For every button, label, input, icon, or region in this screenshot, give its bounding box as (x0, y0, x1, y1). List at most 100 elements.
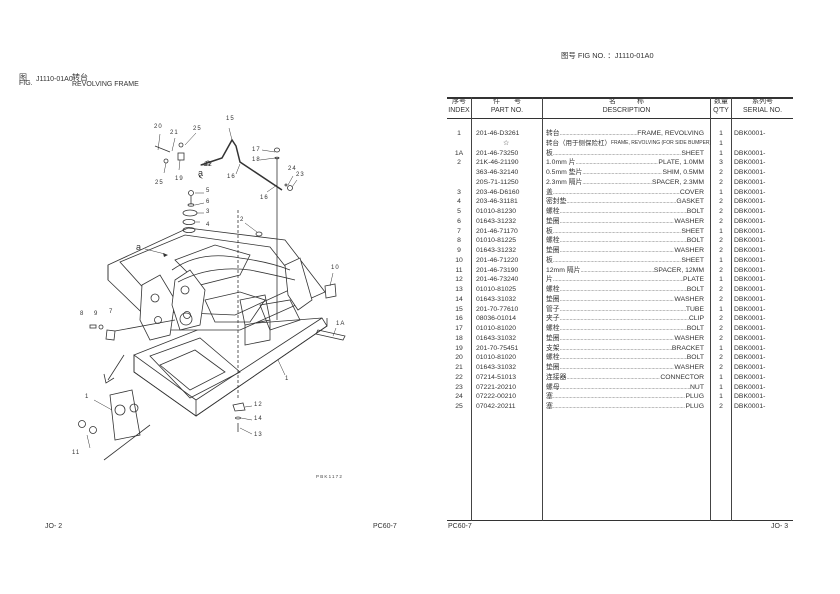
header-qty-en: Q'TY (713, 106, 729, 114)
leader-dots: ........................................… (582, 169, 663, 176)
description-cn: 螺栓 (546, 286, 560, 293)
left-page-number: JO- 2 (45, 523, 63, 530)
cell-part-no: 07221-20210 (476, 383, 517, 391)
description-en: GASKET (676, 198, 704, 206)
leader-dots: ........................................… (559, 247, 675, 254)
description-en: WASHER (674, 334, 704, 342)
description-cn: 垫圈 (546, 247, 560, 254)
description-en: WASHER (674, 364, 704, 371)
description-en: SPACER, 2.3MM (652, 178, 704, 186)
cell-description: 板.......................................… (546, 256, 704, 266)
callout-19: 19 (175, 176, 184, 182)
description-cn: 转台（用于侧保险杠） (546, 139, 611, 147)
description-en: PLUG (685, 393, 704, 401)
cell-description: 夹子......................................… (546, 314, 704, 324)
cell-qty: 2 (719, 295, 723, 303)
cell-part-no: 01643-31232 (476, 247, 517, 254)
header-serial: 系列号 SERIAL NO. (732, 98, 793, 115)
description-cn: 支架 (546, 344, 560, 352)
cell-description: 1.0mm 片.................................… (546, 158, 704, 168)
cell-qty: 2 (719, 364, 723, 371)
cell-description: 板.......................................… (546, 149, 704, 159)
cell-qty: 2 (719, 217, 723, 225)
description-cn: 转台 (546, 130, 560, 137)
cell-index: 4 (457, 198, 461, 206)
description-en: BOLT (686, 286, 704, 293)
cell-part-no: 01010-81025 (476, 286, 517, 293)
cell-part-no: 01643-31032 (476, 295, 517, 303)
header-part-cn: 件 号 (493, 98, 521, 105)
description-cn: 垫圈 (546, 334, 560, 342)
description-cn: 螺栓 (546, 237, 560, 245)
cell-index: 16 (455, 315, 463, 323)
cell-serial-no: DBK0001- (734, 286, 766, 293)
cell-serial-no: DBK0001- (734, 256, 766, 264)
cell-serial-no: DBK0001- (734, 149, 766, 157)
description-en: SPACER, 12MM (653, 266, 704, 274)
header-serial-en: SERIAL NO. (742, 106, 783, 114)
cell-description: 垫圈......................................… (546, 334, 704, 344)
cell-part-no: 08036-01014 (476, 315, 517, 323)
cell-serial-no: DBK0001- (734, 334, 766, 342)
cell-serial-no: DBK0001- (734, 178, 766, 186)
cell-index: 12 (455, 276, 463, 284)
description-cn: 片 (546, 276, 553, 284)
figure-title-en: REVOLVING FRAME (72, 81, 139, 88)
cell-part-no: 201-46-73190 (476, 266, 519, 274)
leader-dots: ........................................… (552, 393, 686, 401)
cell-qty: 2 (719, 169, 723, 176)
description-en: NUT (690, 383, 704, 391)
header-description: 名 称 DESCRIPTION (543, 98, 710, 115)
cell-qty: 2 (719, 266, 723, 274)
cell-index: 21 (455, 364, 463, 371)
description-cn: 1.0mm 片 (546, 159, 576, 167)
cell-serial-no: DBK0001- (734, 354, 766, 362)
callout-9: 9 (94, 311, 99, 317)
cell-part-no: 201-70-75451 (476, 344, 519, 352)
cell-description: 塞.......................................… (546, 402, 704, 412)
cell-description: 连接器.....................................… (546, 373, 704, 383)
cell-serial-no: DBK0001- (734, 227, 766, 235)
leader-dots: ........................................… (552, 403, 686, 410)
description-cn: 12mm 隔片 (546, 266, 581, 274)
leader-dots: ........................................… (559, 237, 687, 245)
leader-dots: ........................................… (559, 334, 675, 342)
header-desc-en: DESCRIPTION (602, 106, 651, 114)
cell-index: 22 (455, 373, 463, 381)
cell-qty: 1 (719, 373, 723, 381)
description-en: SHEET (681, 227, 704, 235)
fig-number: J1110-01A0 (36, 76, 73, 83)
leader-dots: ........................................… (559, 383, 690, 391)
cell-serial-no: DBK0001- (734, 130, 766, 137)
callout-16: 16 (227, 174, 236, 180)
cell-description: 2.3mm 隔片................................… (546, 178, 704, 188)
callout-2: 2 (240, 217, 245, 223)
callout-5: 5 (206, 188, 211, 194)
cell-serial-no: DBK0001- (734, 159, 766, 167)
cell-index: 11 (455, 266, 463, 274)
cell-qty: 1 (719, 130, 723, 137)
cell-description: 垫圈......................................… (546, 295, 704, 305)
leader-dots: ........................................… (559, 325, 687, 332)
callout-17: 17 (252, 147, 261, 153)
description-cn: 管子 (546, 305, 560, 313)
leader-dots: ........................................… (566, 198, 676, 206)
cell-part-no: 07042-20211 (476, 403, 516, 410)
cell-qty: 2 (719, 403, 723, 410)
cell-qty: 1 (719, 188, 723, 196)
cell-index: 8 (457, 237, 461, 245)
cell-description: 螺母......................................… (546, 383, 704, 393)
leader-dots: ........................................… (575, 159, 659, 167)
leader-dots: ........................................… (580, 266, 654, 274)
cell-serial-no: DBK0001- (734, 364, 766, 371)
description-cn: 盖 (546, 188, 553, 196)
